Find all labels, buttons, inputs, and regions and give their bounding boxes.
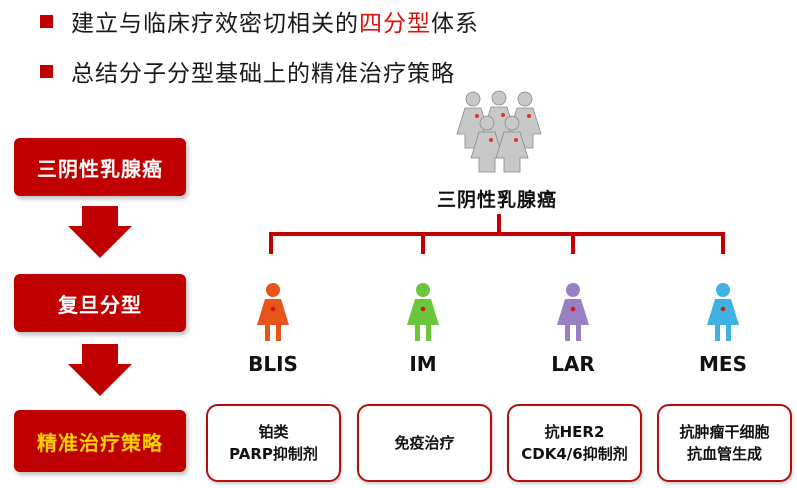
down-arrow-icon <box>68 344 132 396</box>
bullet-2: 总结分子分型基础上的精准治疗策略 <box>40 54 455 88</box>
subtype-label-mes: MES <box>699 352 747 376</box>
patient-group-icon <box>456 90 542 173</box>
tree-branch-lar <box>571 232 575 254</box>
flow-step-fudan: 复旦分型 <box>14 274 186 332</box>
subtype-label-im: IM <box>409 352 437 376</box>
woman-icon-im <box>407 283 439 341</box>
treatment-line: 抗血管生成 <box>686 445 762 463</box>
tree-branch-blis <box>269 232 273 254</box>
tree-branch-bar <box>269 232 725 236</box>
bullet-marker-icon <box>40 14 53 28</box>
bullet-text: 总结分子分型基础上的精准治疗策略 <box>71 61 455 87</box>
tree-branch-mes <box>721 232 725 254</box>
treatment-line: 抗肿瘤干细胞 <box>679 423 770 441</box>
tree-trunk <box>497 214 501 234</box>
treatment-line: 免疫治疗 <box>394 434 455 452</box>
treatment-line: 铂类 <box>258 423 289 441</box>
treatment-box-im: 免疫治疗 <box>357 404 492 482</box>
treatment-line: 抗HER2 <box>544 423 605 441</box>
down-arrow-icon <box>68 206 132 258</box>
bullet-text: 建立与临床疗效密切相关的四分型体系 <box>71 11 479 37</box>
subtype-label-lar: LAR <box>551 352 595 376</box>
treatment-box-blis: 铂类 PARP抑制剂 <box>206 404 341 482</box>
bullet-1: 建立与临床疗效密切相关的四分型体系 <box>40 4 479 38</box>
tree-branch-im <box>421 232 425 254</box>
treatment-line: CDK4/6抑制剂 <box>521 445 628 463</box>
treatment-box-lar: 抗HER2 CDK4/6抑制剂 <box>507 404 642 482</box>
subtype-label-blis: BLIS <box>248 352 298 376</box>
treatment-line: PARP抑制剂 <box>229 445 318 463</box>
woman-icon-blis <box>257 283 289 341</box>
bullet-marker-icon <box>40 64 53 78</box>
woman-icon-lar <box>557 283 589 341</box>
flow-step-precision: 精准治疗策略 <box>14 410 186 472</box>
woman-icon-mes <box>707 283 739 341</box>
root-label: 三阴性乳腺癌 <box>437 189 558 211</box>
flow-step-tnbc: 三阴性乳腺癌 <box>14 138 186 196</box>
treatment-box-mes: 抗肿瘤干细胞 抗血管生成 <box>657 404 792 482</box>
